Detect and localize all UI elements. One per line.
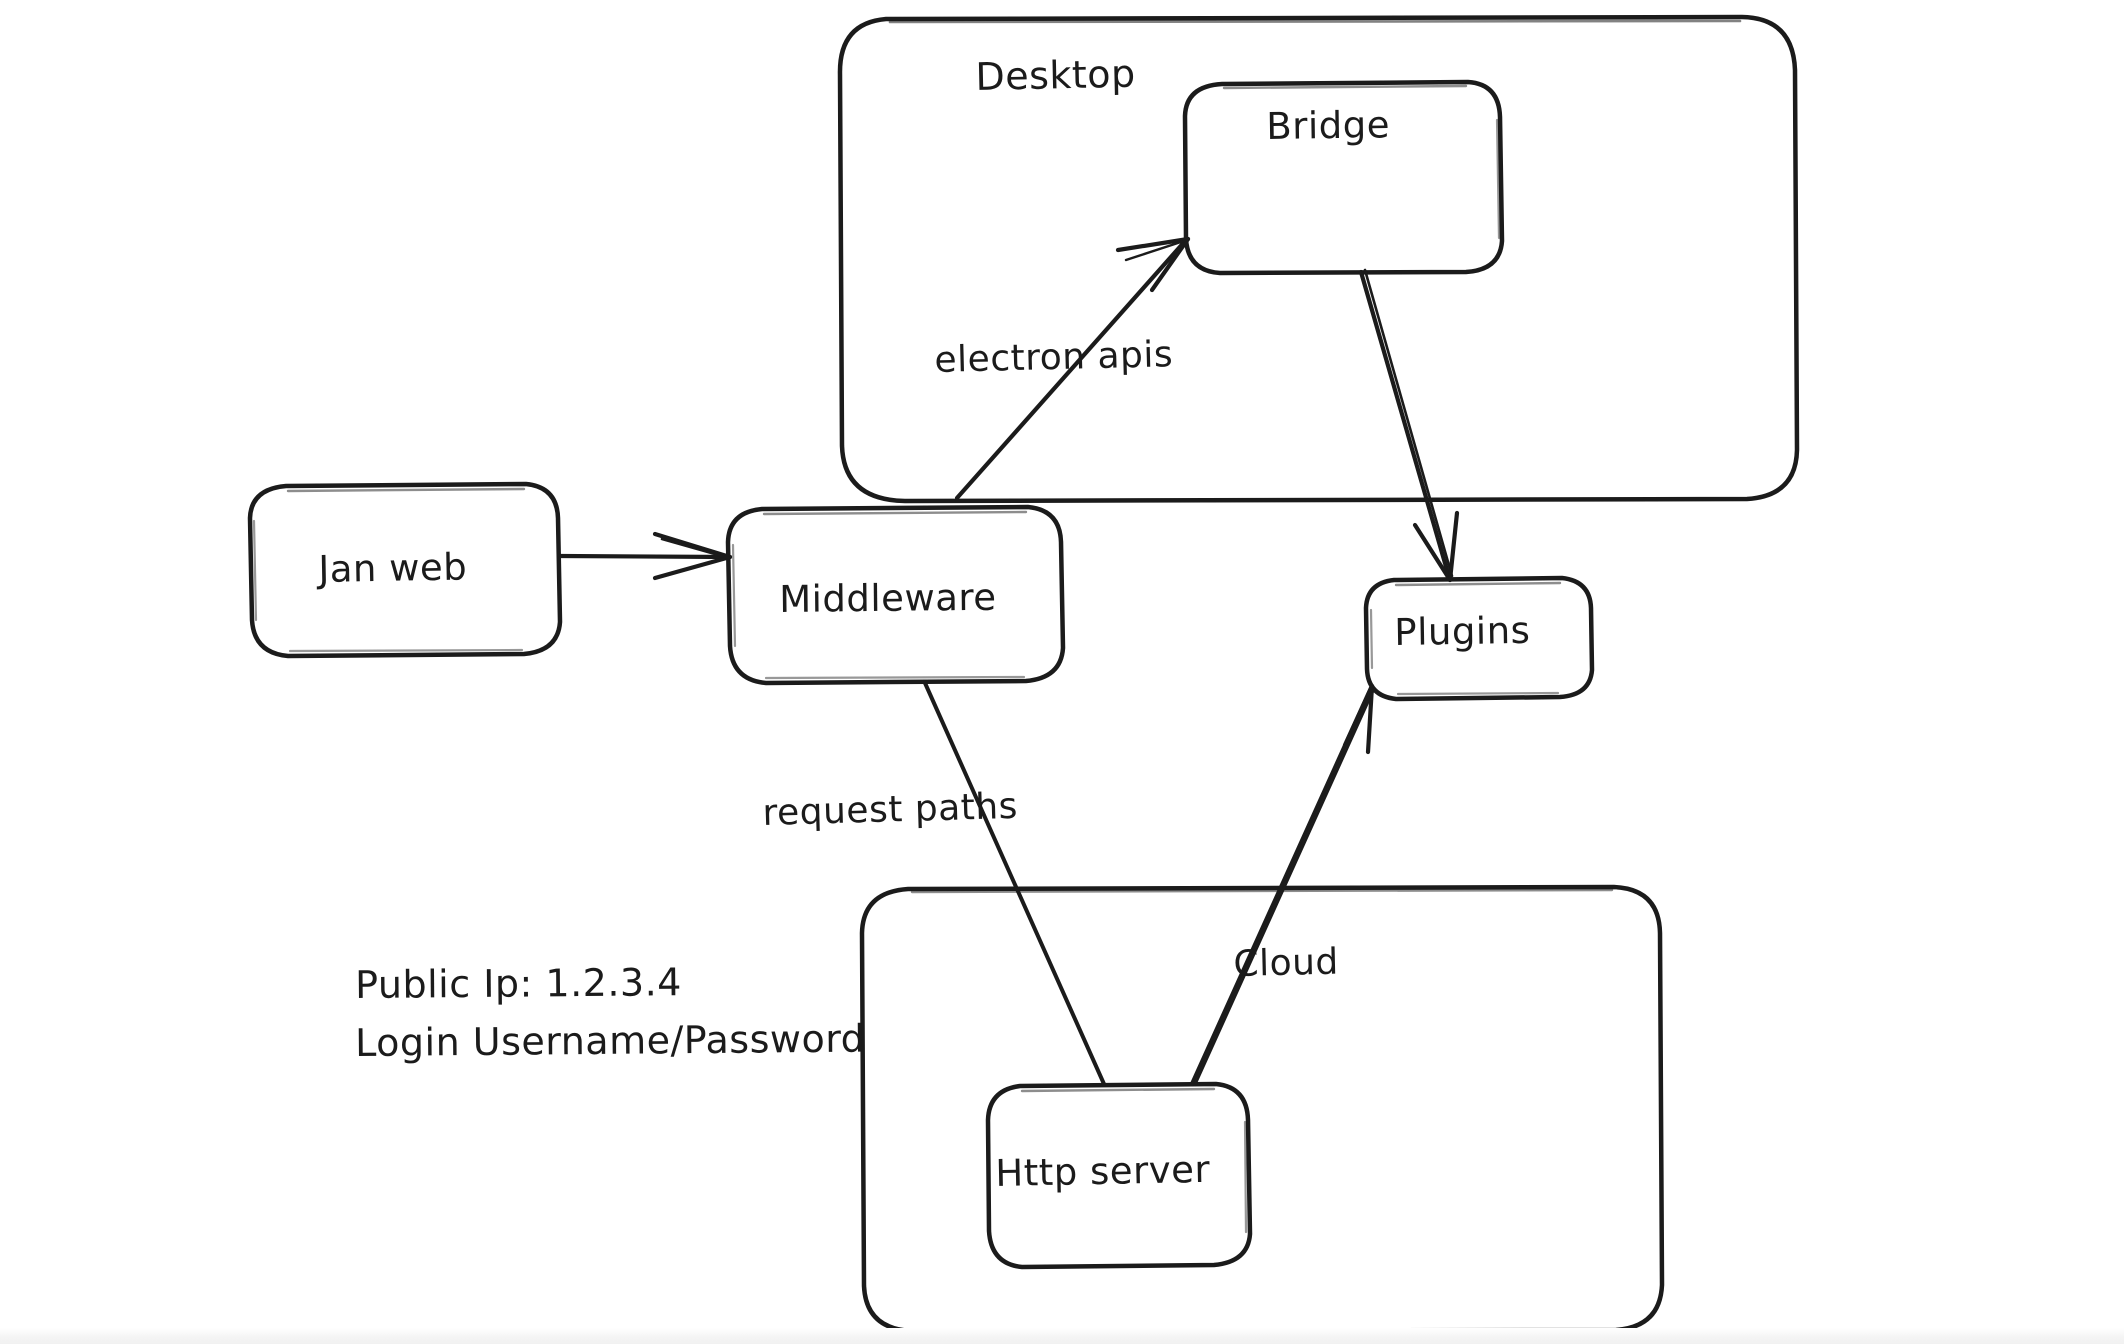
group-cloud[interactable] [862, 887, 1662, 1331]
node-bridge[interactable] [1185, 82, 1502, 273]
note-public-ip: Public Ip: 1.2.3.4 [355, 960, 683, 1007]
group-desktop-outline [837, 14, 1800, 504]
node-http-server-outline [985, 1081, 1253, 1270]
node-jan-web-outline [247, 481, 563, 659]
edge-label-request-paths: request paths [762, 785, 1019, 834]
node-http-server[interactable] [988, 1084, 1250, 1267]
node-jan-web[interactable] [250, 484, 560, 656]
node-bridge-outline [1182, 79, 1505, 276]
note-login-credentials: Login Username/Password [355, 1016, 866, 1065]
edge-bridge-to-plugins [1358, 268, 1460, 583]
node-middleware[interactable] [728, 507, 1063, 683]
edge-httpserver-to-plugins [1189, 683, 1376, 1087]
edge-janweb-to-middleware [557, 531, 733, 581]
node-plugins[interactable] [1366, 578, 1592, 699]
edge-middleware-to-httpserver [923, 681, 1106, 1086]
edge-middleware-to-bridge [954, 236, 1191, 501]
bottom-edge-band [0, 1328, 2124, 1344]
node-middleware-outline [725, 504, 1066, 686]
node-plugins-outline [1363, 575, 1595, 702]
